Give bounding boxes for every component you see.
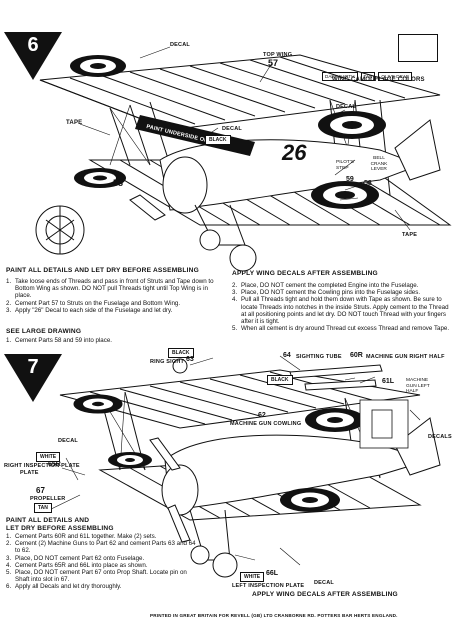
decal-mid-label: DECAL	[222, 126, 242, 132]
top-wing-label: TOP WING	[263, 52, 293, 58]
propeller-label: PROPELLER	[30, 496, 66, 502]
step7-item-4: 4.Cement Parts 65R and 66L into place as…	[6, 561, 148, 569]
part-58-left: 58	[113, 178, 124, 188]
see-large-drawing-heading: SEE LARGE DRAWING	[6, 328, 82, 335]
mg-right-label: MACHINE GUN RIGHT HALF	[366, 354, 445, 360]
decal-left-label: DECAL	[58, 438, 78, 444]
printed-in-footer: PRINTED IN GREAT BRITAIN FOR REVELL (GB)…	[150, 613, 398, 618]
decal-top-label: DECAL	[170, 42, 190, 48]
step6-left-instructions: 1.Take loose ends of Threads and pass in…	[6, 278, 216, 314]
black-tag-step6: BLACK	[205, 135, 231, 145]
step7-item-1: 1.Cement Parts 60R and 61L together. Mak…	[6, 533, 157, 540]
step7-item-6: 6.Apply all Decals and let dry thoroughl…	[6, 583, 122, 591]
mg-right-part: 60R	[350, 352, 363, 359]
camouflage-swatch-box	[398, 34, 438, 62]
step6-left-item-3: 3.Apply "26" Decal to each side of the F…	[6, 306, 173, 314]
step7-heading-1: PAINT ALL DETAILS AND	[6, 517, 90, 524]
decals-right-label: DECALS	[428, 434, 452, 440]
white-tag-right-plate: WHITE	[36, 452, 61, 462]
black-tag-mg: BLACK	[267, 375, 293, 385]
right-plate-part: 65R	[48, 461, 61, 468]
step6-left-item-1: 1.Take loose ends of Threads and pass in…	[6, 278, 214, 300]
decal-bottom-label: DECAL	[314, 580, 334, 586]
cowling-part: 62	[258, 412, 266, 419]
step7-item-5: 5.Place, DO NOT cement Part 67 onto Prop…	[6, 569, 187, 584]
cowling-label: MACHINE GUN COWLING	[230, 421, 302, 427]
black-tag-ring-sight: BLACK	[168, 348, 194, 358]
wing-camouflage-title: WING CAMOUFLAGE COLORS	[332, 77, 425, 83]
right-plate-label: RIGHT INSPECTION PLATE	[4, 463, 80, 469]
mg-left-part: 61L	[382, 378, 395, 385]
step6-right-item-4: 4.Pull all Threads tight and hold them d…	[232, 296, 449, 326]
step6-right-item-2: 2.Place, DO NOT cement the completed Eng…	[232, 282, 419, 289]
step7-heading-2: LET DRY BEFORE ASSEMBLING	[6, 525, 114, 532]
step7-instructions: 1.Cement Parts 60R and 61L together. Mak…	[6, 533, 202, 591]
step7-item-2: 2.Cement (2) Machine Guns to Part 62 and…	[6, 540, 196, 555]
swatch-tan: TAN	[360, 72, 376, 81]
step-7-number: 7	[27, 356, 39, 378]
ring-sight-part: 63	[186, 356, 194, 363]
part-59: 59	[346, 176, 354, 183]
step6-right-heading: APPLY WING DECALS AFTER ASSEMBLING	[232, 270, 378, 277]
swatch-olive-drab: OLIVE DRAB	[378, 72, 412, 81]
tape-right-label: TAPE	[402, 232, 418, 238]
step6-left-instructions-2: 1.Cement Parts 58 and 59 into place.	[6, 337, 216, 344]
swatch-dark-earth: DARK EARTH	[322, 72, 358, 81]
left-plate-part: 66L	[266, 570, 279, 577]
tan-tag-propeller: TAN	[34, 503, 52, 513]
sighting-tube-label: SIGHTING TUBE	[296, 354, 342, 360]
left-plate-label: LEFT INSPECTION PLATE	[232, 583, 305, 589]
sighting-tube-part: 64	[283, 352, 291, 359]
step7-apply-decals-heading: APPLY WING DECALS AFTER ASSEMBLING	[252, 591, 398, 598]
mg-left-label: MACHINE GUN LEFT HALF	[406, 378, 430, 394]
step6-right-item-3: 3.Place, DO NOT cement the Cowling pins …	[232, 289, 421, 297]
pilots-step-label: PILOT'S STEP	[336, 160, 354, 171]
white-tag-left-plate: WHITE	[240, 572, 265, 582]
step6-left-item-2: 2.Cement Part 57 to Struts on the Fusela…	[6, 299, 181, 307]
plate-label-word: PLATE	[20, 470, 39, 476]
decal-right-label: DECAL	[336, 104, 356, 110]
step7-item-3: 3.Place, DO NOT cement Part 62 onto Fuse…	[6, 554, 145, 562]
step6-left2-item-1: 1.Cement Parts 58 and 59 into place.	[6, 337, 112, 344]
fuselage-number-26: 26	[282, 140, 307, 165]
ring-sight-label: RING SIGHT	[150, 359, 185, 365]
part-58-right: 58	[364, 180, 372, 187]
step6-left-heading: PAINT ALL DETAILS AND LET DRY BEFORE ASS…	[6, 267, 199, 274]
step6-right-instructions: 2.Place, DO NOT cement the completed Eng…	[232, 282, 454, 332]
top-wing-part-number: 57	[268, 58, 279, 68]
bell-crank-label: BELL CRANK LEVER	[370, 156, 388, 172]
tape-left-label: TAPE	[66, 120, 83, 126]
step-6-number: 6	[27, 34, 39, 56]
step6-right-item-5: 5.When all cement is dry around Thread c…	[232, 325, 450, 333]
propeller-part: 67	[36, 486, 45, 495]
